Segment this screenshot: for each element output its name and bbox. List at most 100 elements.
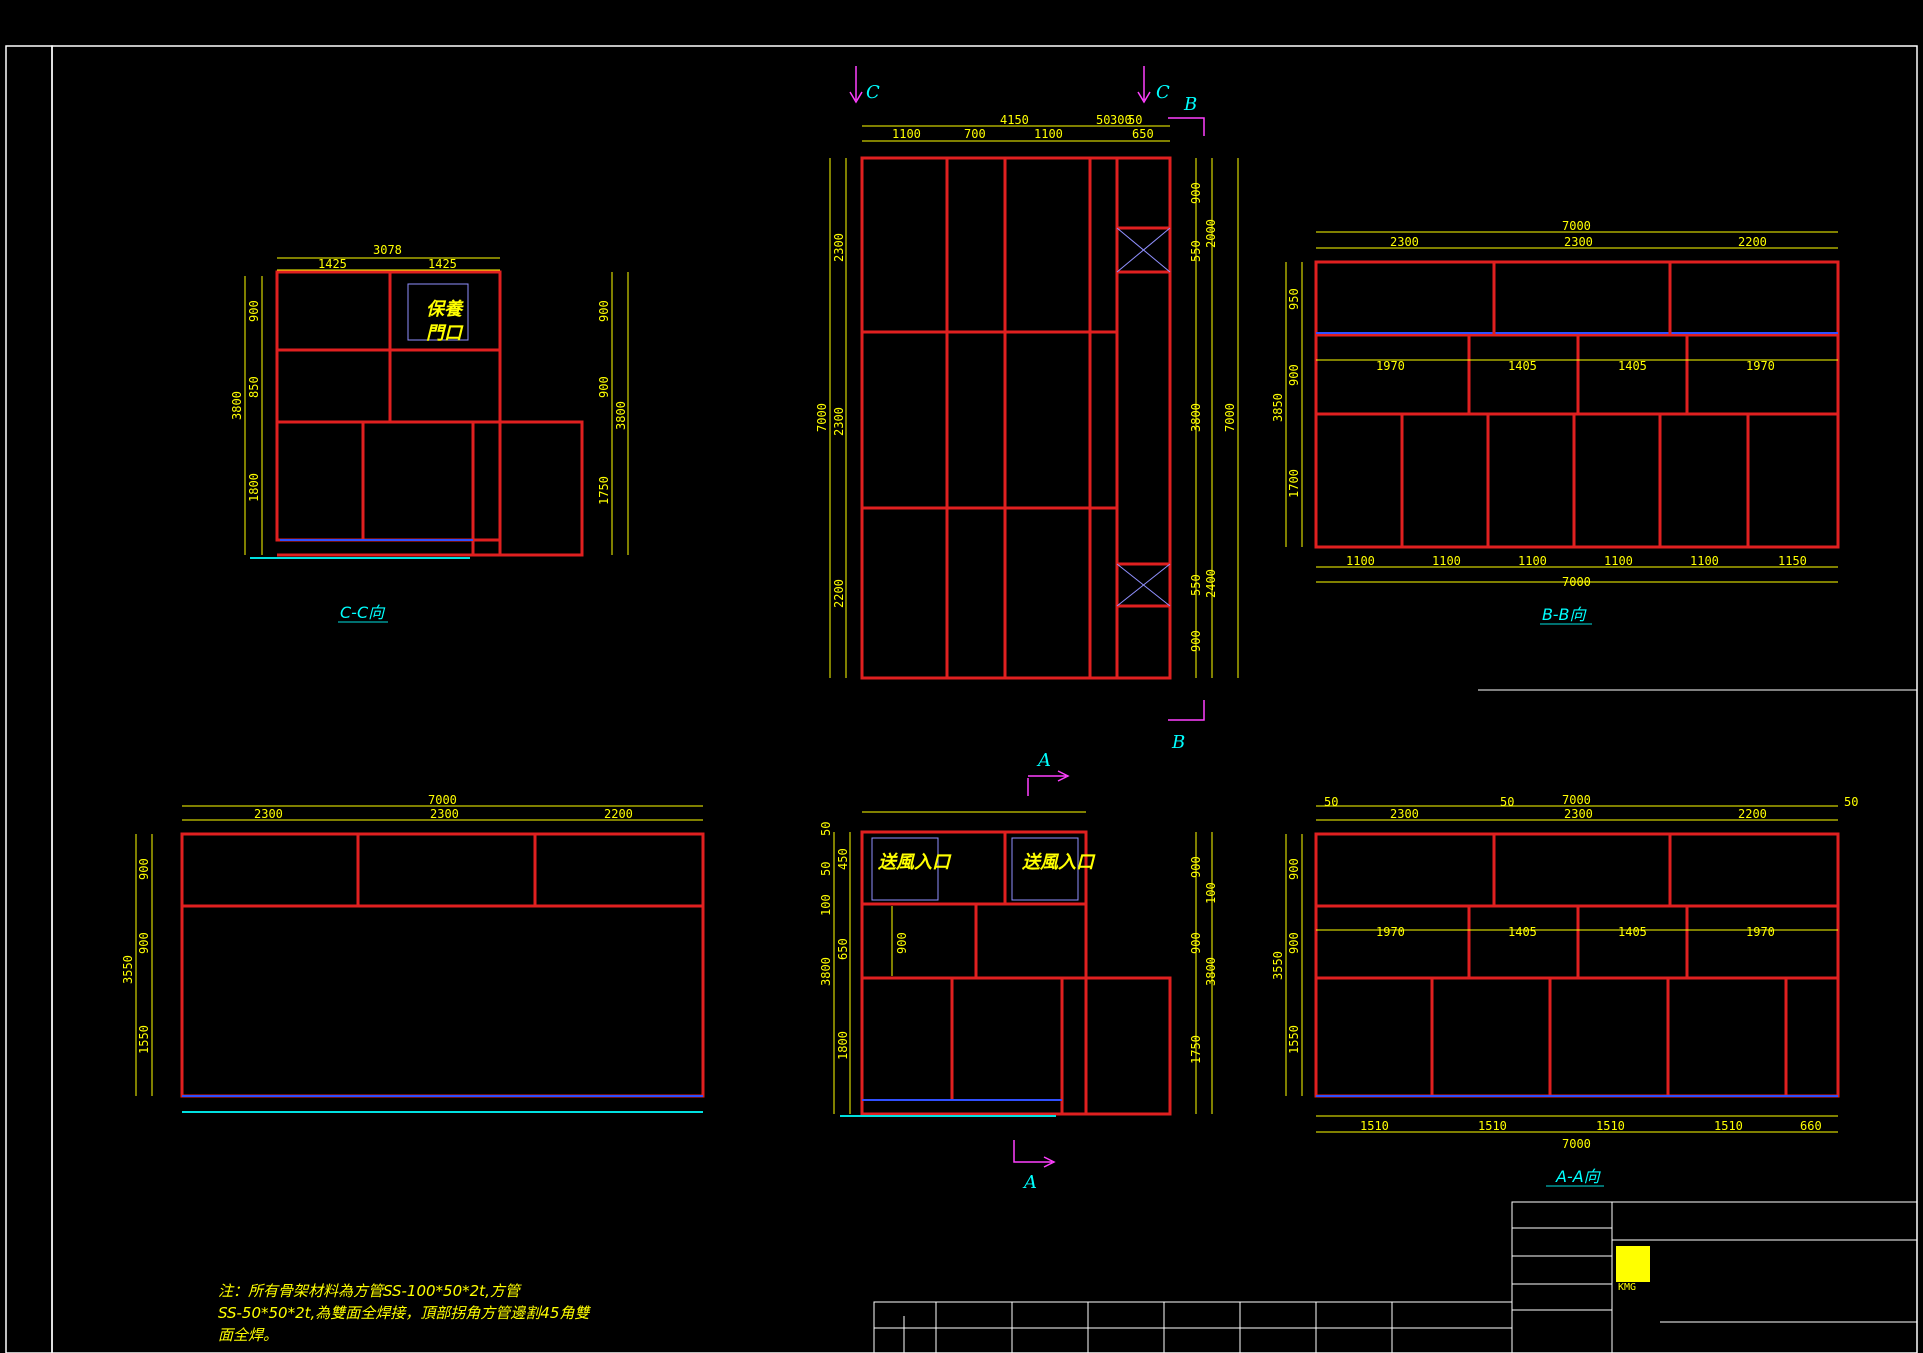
view-aa: 1970 1405 1405 1970 7000 2300 2300 2200 … bbox=[1271, 793, 1858, 1187]
cc-dim-left-total: 3800 bbox=[230, 391, 244, 420]
side-dim-right-b: 100 bbox=[1204, 882, 1218, 904]
plan-dim-top-d: 50 bbox=[1096, 113, 1110, 127]
bb-dim-left-a: 950 bbox=[1287, 288, 1301, 310]
plan-dim-top-f: 50 bbox=[1128, 113, 1142, 127]
cc-dim-left-b: 850 bbox=[247, 376, 261, 398]
cc-dim-top-total: 3078 bbox=[373, 243, 402, 257]
note-line-1: 注：所有骨架材料為方管SS-100*50*2t,方管 bbox=[218, 1282, 522, 1300]
general-note: 注：所有骨架材料為方管SS-100*50*2t,方管 SS-50*50*2t,為… bbox=[218, 1282, 591, 1344]
sheet-border bbox=[51, 45, 1918, 1353]
side-dim-right-total: 3800 bbox=[1204, 957, 1218, 986]
cc-dim-top-b: 1425 bbox=[428, 257, 457, 271]
plan-dim-left-c: 2200 bbox=[832, 579, 846, 608]
front-dim-left-a: 900 bbox=[137, 858, 151, 880]
cc-box-label-2: 門口 bbox=[426, 323, 464, 344]
plan-dim-right-total: 7000 bbox=[1223, 403, 1237, 432]
plan-dim-right-d: 3800 bbox=[1189, 403, 1203, 432]
company-logo-text: KMG bbox=[1618, 1282, 1636, 1293]
aa-dim-top-b: 2300 bbox=[1564, 807, 1593, 821]
plan-dim-left-a: 2300 bbox=[832, 233, 846, 262]
view-bb: 1970 1405 1405 1970 7000 2300 2300 2200 … bbox=[1271, 219, 1917, 691]
aa-dim-top-a: 2300 bbox=[1390, 807, 1419, 821]
aa-dim-off-mid: 50 bbox=[1500, 795, 1514, 809]
aa-dim-bottom-2: 1510 bbox=[1596, 1119, 1625, 1133]
view-cc: 保養 門口 3078 1425 1425 3800 900 850 1800 9… bbox=[230, 243, 629, 623]
aa-view-title: A-A向 bbox=[1555, 1167, 1602, 1186]
title-block: KMG bbox=[873, 1201, 1918, 1353]
front-dim-top-a: 2300 bbox=[254, 807, 283, 821]
front-dim-left-total: 3550 bbox=[121, 955, 135, 984]
cc-dim-top-a: 1425 bbox=[318, 257, 347, 271]
side-inlet-label-1: 送風入口 bbox=[877, 852, 952, 873]
side-dim-left-e: 650 bbox=[836, 938, 850, 960]
bb-dim-top-c: 2200 bbox=[1738, 235, 1767, 249]
bb-dim-left-b: 900 bbox=[1287, 364, 1301, 386]
aa-dim-mid-0: 1970 bbox=[1376, 925, 1405, 939]
aa-dim-top-c: 2200 bbox=[1738, 807, 1767, 821]
plan-dim-top-g: 650 bbox=[1132, 127, 1154, 141]
cc-box-label-1: 保養 bbox=[426, 299, 464, 320]
aa-dim-top-total: 7000 bbox=[1562, 793, 1591, 807]
aa-dim-left-a: 900 bbox=[1287, 858, 1301, 880]
aa-dim-bottom-0: 1510 bbox=[1360, 1119, 1389, 1133]
aa-dim-off-left: 50 bbox=[1324, 795, 1338, 809]
side-dim-inner: 900 bbox=[895, 932, 909, 954]
plan-dim-right-f: 2400 bbox=[1204, 569, 1218, 598]
aa-dim-mid-2: 1405 bbox=[1618, 925, 1647, 939]
plan-cut-b-top: B bbox=[1183, 94, 1197, 115]
plan-cut-c-left: C bbox=[866, 82, 880, 103]
plan-dim-top-b: 700 bbox=[964, 127, 986, 141]
plan-dim-top-a: 1100 bbox=[892, 127, 921, 141]
aa-dim-bottom-4: 660 bbox=[1800, 1119, 1822, 1133]
bb-dim-bottom-total: 7000 bbox=[1562, 575, 1591, 589]
view-side: 送風入口 送風入口 A A 3800 50 450 50 100 650 180… bbox=[819, 750, 1218, 1193]
front-dim-left-b: 900 bbox=[137, 932, 151, 954]
bb-dim-top-a: 2300 bbox=[1390, 235, 1419, 249]
plan-dim-right-b: 550 bbox=[1189, 240, 1203, 262]
front-dim-left-c: 1550 bbox=[137, 1025, 151, 1054]
view-plan: C C B B 4150 1100 700 1100 50 300 50 650… bbox=[815, 66, 1239, 753]
plan-cut-c-right: C bbox=[1156, 82, 1170, 103]
cc-dim-right-a: 900 bbox=[597, 300, 611, 322]
aa-dim-mid-1: 1405 bbox=[1508, 925, 1537, 939]
bb-view-title: B-B向 bbox=[1542, 605, 1587, 624]
plan-dim-right-e: 550 bbox=[1189, 574, 1203, 596]
side-dim-left-c: 50 bbox=[819, 862, 833, 876]
note-line-2: SS-50*50*2t,為雙面全焊接，頂部拐角方管邊割45角雙 bbox=[218, 1304, 591, 1322]
bb-dim-bottom-4: 1100 bbox=[1690, 554, 1719, 568]
bb-dim-top-total: 7000 bbox=[1562, 219, 1591, 233]
bb-dim-mid-0: 1970 bbox=[1376, 359, 1405, 373]
aa-dim-bottom-total: 7000 bbox=[1562, 1137, 1591, 1151]
side-dim-right-a: 900 bbox=[1189, 856, 1203, 878]
plan-dim-top-e: 300 bbox=[1110, 113, 1132, 127]
side-dim-right-c: 900 bbox=[1189, 932, 1203, 954]
sheet-binding-strip bbox=[5, 45, 53, 1353]
plan-dim-left-b: 2300 bbox=[832, 407, 846, 436]
aa-dim-left-c: 1550 bbox=[1287, 1025, 1301, 1054]
aa-dim-left-total: 3550 bbox=[1271, 951, 1285, 980]
plan-dim-right-c: 2000 bbox=[1204, 219, 1218, 248]
bb-dim-bottom-1: 1100 bbox=[1432, 554, 1461, 568]
aa-dim-off-right: 50 bbox=[1844, 795, 1858, 809]
aa-dim-bottom-1: 1510 bbox=[1478, 1119, 1507, 1133]
side-dim-left-b: 450 bbox=[836, 848, 850, 870]
company-logo: KMG bbox=[1616, 1246, 1650, 1293]
bb-dim-mid-3: 1970 bbox=[1746, 359, 1775, 373]
bb-dim-left-c: 1700 bbox=[1287, 469, 1301, 498]
plan-dim-right-a: 900 bbox=[1189, 182, 1203, 204]
aa-dim-left-b: 900 bbox=[1287, 932, 1301, 954]
bb-dim-left-total: 3850 bbox=[1271, 393, 1285, 422]
side-dim-left-f: 1800 bbox=[836, 1031, 850, 1060]
bb-dim-bottom-3: 1100 bbox=[1604, 554, 1633, 568]
side-cut-a-top: A bbox=[1036, 750, 1051, 771]
cc-dim-left-c: 1800 bbox=[247, 473, 261, 502]
plan-dim-right-g: 900 bbox=[1189, 630, 1203, 652]
bb-dim-mid-2: 1405 bbox=[1618, 359, 1647, 373]
note-line-3: 面全焊。 bbox=[218, 1326, 278, 1344]
aa-dim-mid-3: 1970 bbox=[1746, 925, 1775, 939]
cc-dim-left-a: 900 bbox=[247, 300, 261, 322]
cc-dim-right-total: 3800 bbox=[614, 401, 628, 430]
side-dim-right-d: 1750 bbox=[1189, 1035, 1203, 1064]
bb-dim-bottom-5: 1150 bbox=[1778, 554, 1807, 568]
front-dim-top-total: 7000 bbox=[428, 793, 457, 807]
